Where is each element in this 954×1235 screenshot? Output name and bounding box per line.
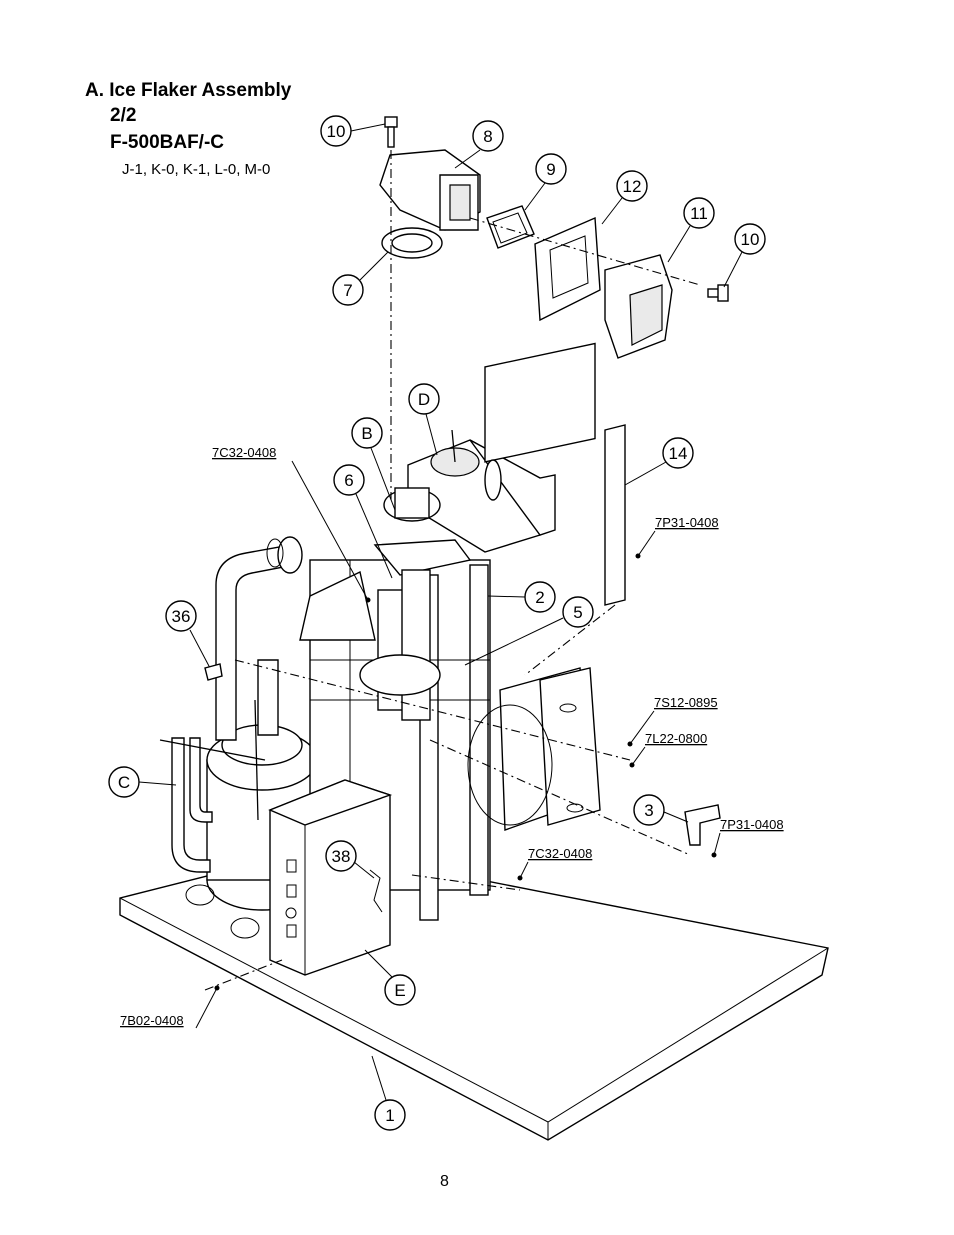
control-box	[268, 779, 393, 976]
page-part: 2/2	[110, 105, 137, 126]
svg-text:7C32-0408: 7C32-0408	[212, 445, 276, 460]
callout-36: 36	[165, 600, 223, 681]
svg-text:7S12-0895: 7S12-0895	[654, 695, 718, 710]
code-label-7p31-b: 7P31-0408	[711, 817, 784, 858]
code-label-7l22: 7L22-0800	[629, 731, 707, 768]
callout-5: 5	[464, 596, 594, 666]
spout-ring-7	[381, 227, 443, 259]
bolt-10b	[707, 284, 729, 302]
piping-c	[159, 699, 266, 873]
bracket-3	[684, 804, 721, 846]
callout-11: 11	[667, 197, 715, 263]
callout-12: 12	[601, 170, 648, 225]
callout-38: 38	[325, 840, 383, 913]
svg-text:D: D	[418, 390, 430, 409]
model-number: F-500BAF/-C	[110, 132, 225, 153]
code-label-7c32-b: 7C32-0408	[517, 846, 592, 881]
svg-text:12: 12	[623, 177, 642, 196]
svg-text:7L22-0800: 7L22-0800	[645, 731, 707, 746]
bracket-14	[604, 424, 626, 606]
callout-10a: 10	[320, 115, 386, 147]
svg-text:10: 10	[327, 122, 346, 141]
callout-9: 9	[524, 153, 567, 211]
callout-10b: 10	[723, 223, 766, 288]
svg-text:3: 3	[644, 801, 653, 820]
svg-text:7C32-0408: 7C32-0408	[528, 846, 592, 861]
chute-8	[379, 149, 481, 231]
page-title: A. Ice Flaker Assembly	[85, 80, 292, 101]
svg-text:36: 36	[172, 607, 191, 626]
svg-text:14: 14	[669, 444, 688, 463]
svg-text:8: 8	[483, 127, 492, 146]
callout-D: D	[408, 383, 440, 456]
callout-6: 6	[333, 464, 393, 579]
assembly-lines	[204, 150, 701, 991]
code-label-7s12: 7S12-0895	[627, 695, 718, 747]
page-number: 8	[440, 1173, 449, 1190]
evaporator	[299, 487, 472, 721]
callout-7: 7	[332, 251, 389, 306]
svg-text:9: 9	[546, 160, 555, 179]
gear-motor-assembly	[407, 342, 596, 553]
callout-14: 14	[624, 437, 694, 486]
serial-codes: J-1, K-0, K-1, L-0, M-0	[122, 161, 271, 178]
chute-11	[604, 254, 673, 359]
code-label-7b02: 7B02-0408	[120, 985, 220, 1029]
callout-2: 2	[487, 581, 556, 613]
plate-12	[534, 216, 601, 322]
svg-text:7: 7	[343, 281, 352, 300]
bolt-10a	[384, 116, 398, 148]
condenser	[467, 667, 601, 831]
svg-text:C: C	[118, 773, 130, 792]
svg-text:7B02-0408: 7B02-0408	[120, 1013, 184, 1028]
svg-text:E: E	[394, 981, 405, 1000]
svg-text:B: B	[361, 424, 372, 443]
callout-1: 1	[371, 1055, 406, 1131]
svg-text:2: 2	[535, 588, 544, 607]
gasket-9	[486, 205, 535, 249]
svg-text:10: 10	[741, 230, 760, 249]
svg-text:7P31-0408: 7P31-0408	[720, 817, 784, 832]
svg-text:6: 6	[344, 471, 353, 490]
code-label-7p31-a: 7P31-0408	[635, 515, 719, 559]
callout-3: 3	[633, 794, 689, 826]
callout-B: B	[351, 417, 396, 511]
svg-text:11: 11	[690, 204, 708, 223]
svg-text:38: 38	[332, 847, 351, 866]
code-label-7c32-a: 7C32-0408	[212, 445, 371, 603]
callout-8: 8	[454, 120, 504, 169]
svg-text:5: 5	[573, 603, 582, 622]
svg-text:7P31-0408: 7P31-0408	[655, 515, 719, 530]
suction-pipe	[215, 536, 303, 741]
svg-text:1: 1	[385, 1106, 394, 1125]
callout-C: C	[108, 766, 177, 798]
callout-E: E	[364, 949, 416, 1006]
